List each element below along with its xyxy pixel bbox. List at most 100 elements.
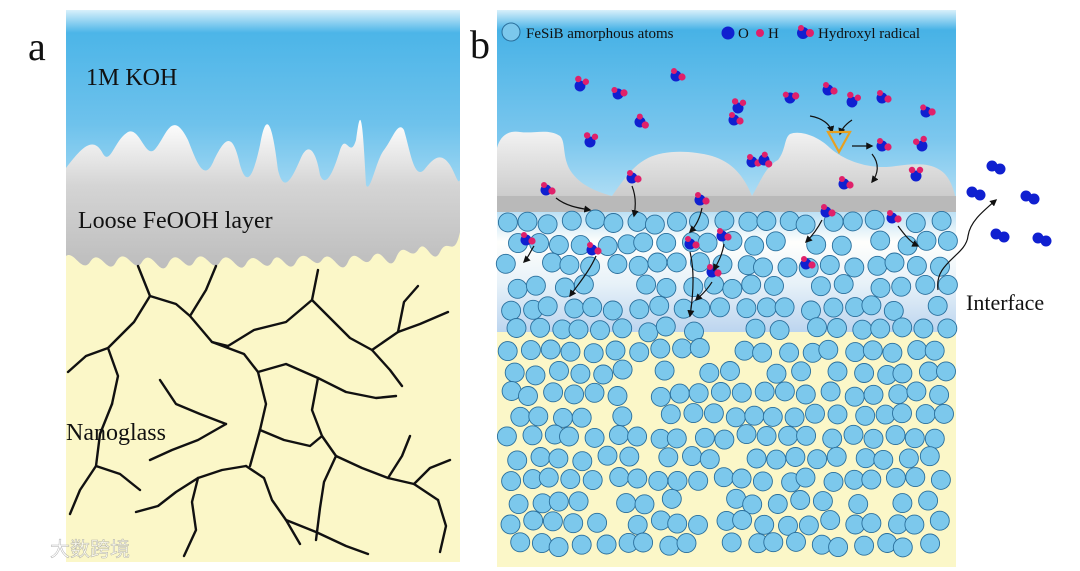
hydroxyl-radical-icon	[611, 86, 628, 100]
fesib-atom	[741, 274, 762, 295]
fesib-atom	[854, 535, 875, 556]
fesib-atom	[688, 470, 709, 491]
legend-hydroxyl-icon	[797, 25, 814, 39]
fesib-atom	[767, 494, 788, 514]
nanoglass-cracks	[66, 264, 452, 558]
hydroxyl-radicals	[520, 68, 936, 278]
fesib-atom	[699, 362, 720, 383]
fesib-atom	[689, 338, 710, 358]
fesib-atom	[885, 467, 906, 488]
fesib-atom	[676, 533, 697, 554]
fesib-atom	[823, 471, 844, 492]
fesib-atom	[507, 278, 528, 299]
fesib-atom	[843, 424, 864, 445]
fesib-atom	[694, 427, 715, 448]
fesib-atom	[587, 512, 608, 533]
diffusion-arrow	[555, 197, 592, 213]
legend-oxygen-label: O	[738, 26, 749, 42]
fesib-atom	[852, 319, 873, 340]
fesib-atom	[619, 446, 640, 467]
fesib-atom	[885, 425, 906, 446]
fesib-atom	[644, 214, 665, 235]
fesib-atom	[861, 469, 882, 490]
fesib-atom	[531, 533, 552, 554]
fesib-atom	[763, 532, 784, 553]
fesib-atom	[882, 342, 903, 363]
fesib-atom	[608, 425, 629, 445]
fesib-atom	[827, 404, 848, 425]
fesib-atom	[571, 534, 592, 555]
fesib-atom	[660, 404, 681, 425]
fesib-atom	[633, 532, 654, 553]
fesib-atom	[568, 491, 589, 512]
fesib-atom	[582, 297, 603, 318]
fesib-atom	[573, 274, 594, 295]
fesib-atom	[766, 449, 787, 470]
fesib-atom	[828, 537, 849, 558]
diffusion-arrow	[694, 281, 713, 302]
fesib-atom	[795, 384, 816, 405]
fesib-atom	[820, 381, 841, 402]
fesib-atom	[597, 445, 618, 466]
fesib-atom	[744, 235, 765, 256]
fesib-atom	[629, 299, 650, 320]
fesib-atom	[543, 382, 564, 403]
fesib-atom	[863, 384, 884, 405]
fesib-atom	[738, 211, 759, 232]
fesib-atom	[913, 318, 934, 339]
fesib-atom	[497, 212, 518, 233]
fesib-atom	[560, 469, 581, 490]
fesib-atom	[633, 232, 654, 253]
fesib-atom	[504, 362, 525, 383]
fesib-atom	[795, 214, 816, 235]
fesib-atom	[538, 467, 559, 488]
watermark-logo-icon	[12, 536, 46, 555]
fesib-atom	[823, 297, 844, 318]
diffusion-arrow	[631, 185, 639, 218]
fesib-atom	[862, 340, 883, 361]
diffusion-arrow	[809, 115, 835, 134]
fesib-atom	[927, 295, 948, 316]
oxygen-molecule-icon	[966, 186, 986, 201]
fesib-atom	[844, 386, 865, 407]
fesib-atom	[754, 514, 775, 535]
fesib-atom	[506, 318, 527, 338]
fesib-atom	[628, 255, 649, 276]
hydroxyl-radical-icon	[822, 82, 838, 96]
fesib-atom	[778, 425, 799, 446]
fesib-atom	[920, 533, 941, 554]
fesib-atom	[863, 428, 884, 449]
fesib-atom	[584, 427, 605, 448]
fesib-atom	[918, 361, 939, 382]
legend-hydrogen-icon	[756, 29, 764, 37]
fesib-atom	[607, 254, 628, 274]
fesib-atom	[658, 447, 679, 468]
fesib-atom	[736, 298, 757, 319]
diffusion-arrow	[522, 245, 535, 264]
water-molecule-icon	[912, 135, 928, 152]
hydroxyl-radical-icon	[886, 210, 902, 224]
diffusion-arrow	[871, 153, 879, 184]
fesib-atom	[864, 209, 885, 230]
hydroxyl-radical-icon	[694, 192, 710, 206]
diffusion-arrow	[897, 225, 920, 247]
fesib-atom	[822, 428, 843, 449]
fesib-atom	[924, 340, 945, 361]
fesib-atom	[892, 537, 913, 558]
oxygen-molecule-icon	[990, 228, 1010, 243]
fesib-atom	[904, 428, 925, 449]
fesib-atom	[496, 426, 517, 447]
fesib-atom	[892, 317, 913, 338]
fesib-atom	[906, 381, 927, 402]
fesib-atom	[777, 257, 798, 278]
legend-hydrogen-label: H	[768, 26, 779, 42]
water-molecule-icon	[583, 132, 599, 148]
fesib-atom	[905, 213, 926, 234]
panel-b-letter: b	[470, 22, 490, 67]
feooh-base-band	[497, 196, 956, 212]
fesib-atom	[602, 300, 623, 321]
fesib-atom	[564, 384, 585, 405]
fesib-atom	[560, 341, 581, 362]
fesib-atom	[683, 403, 704, 424]
